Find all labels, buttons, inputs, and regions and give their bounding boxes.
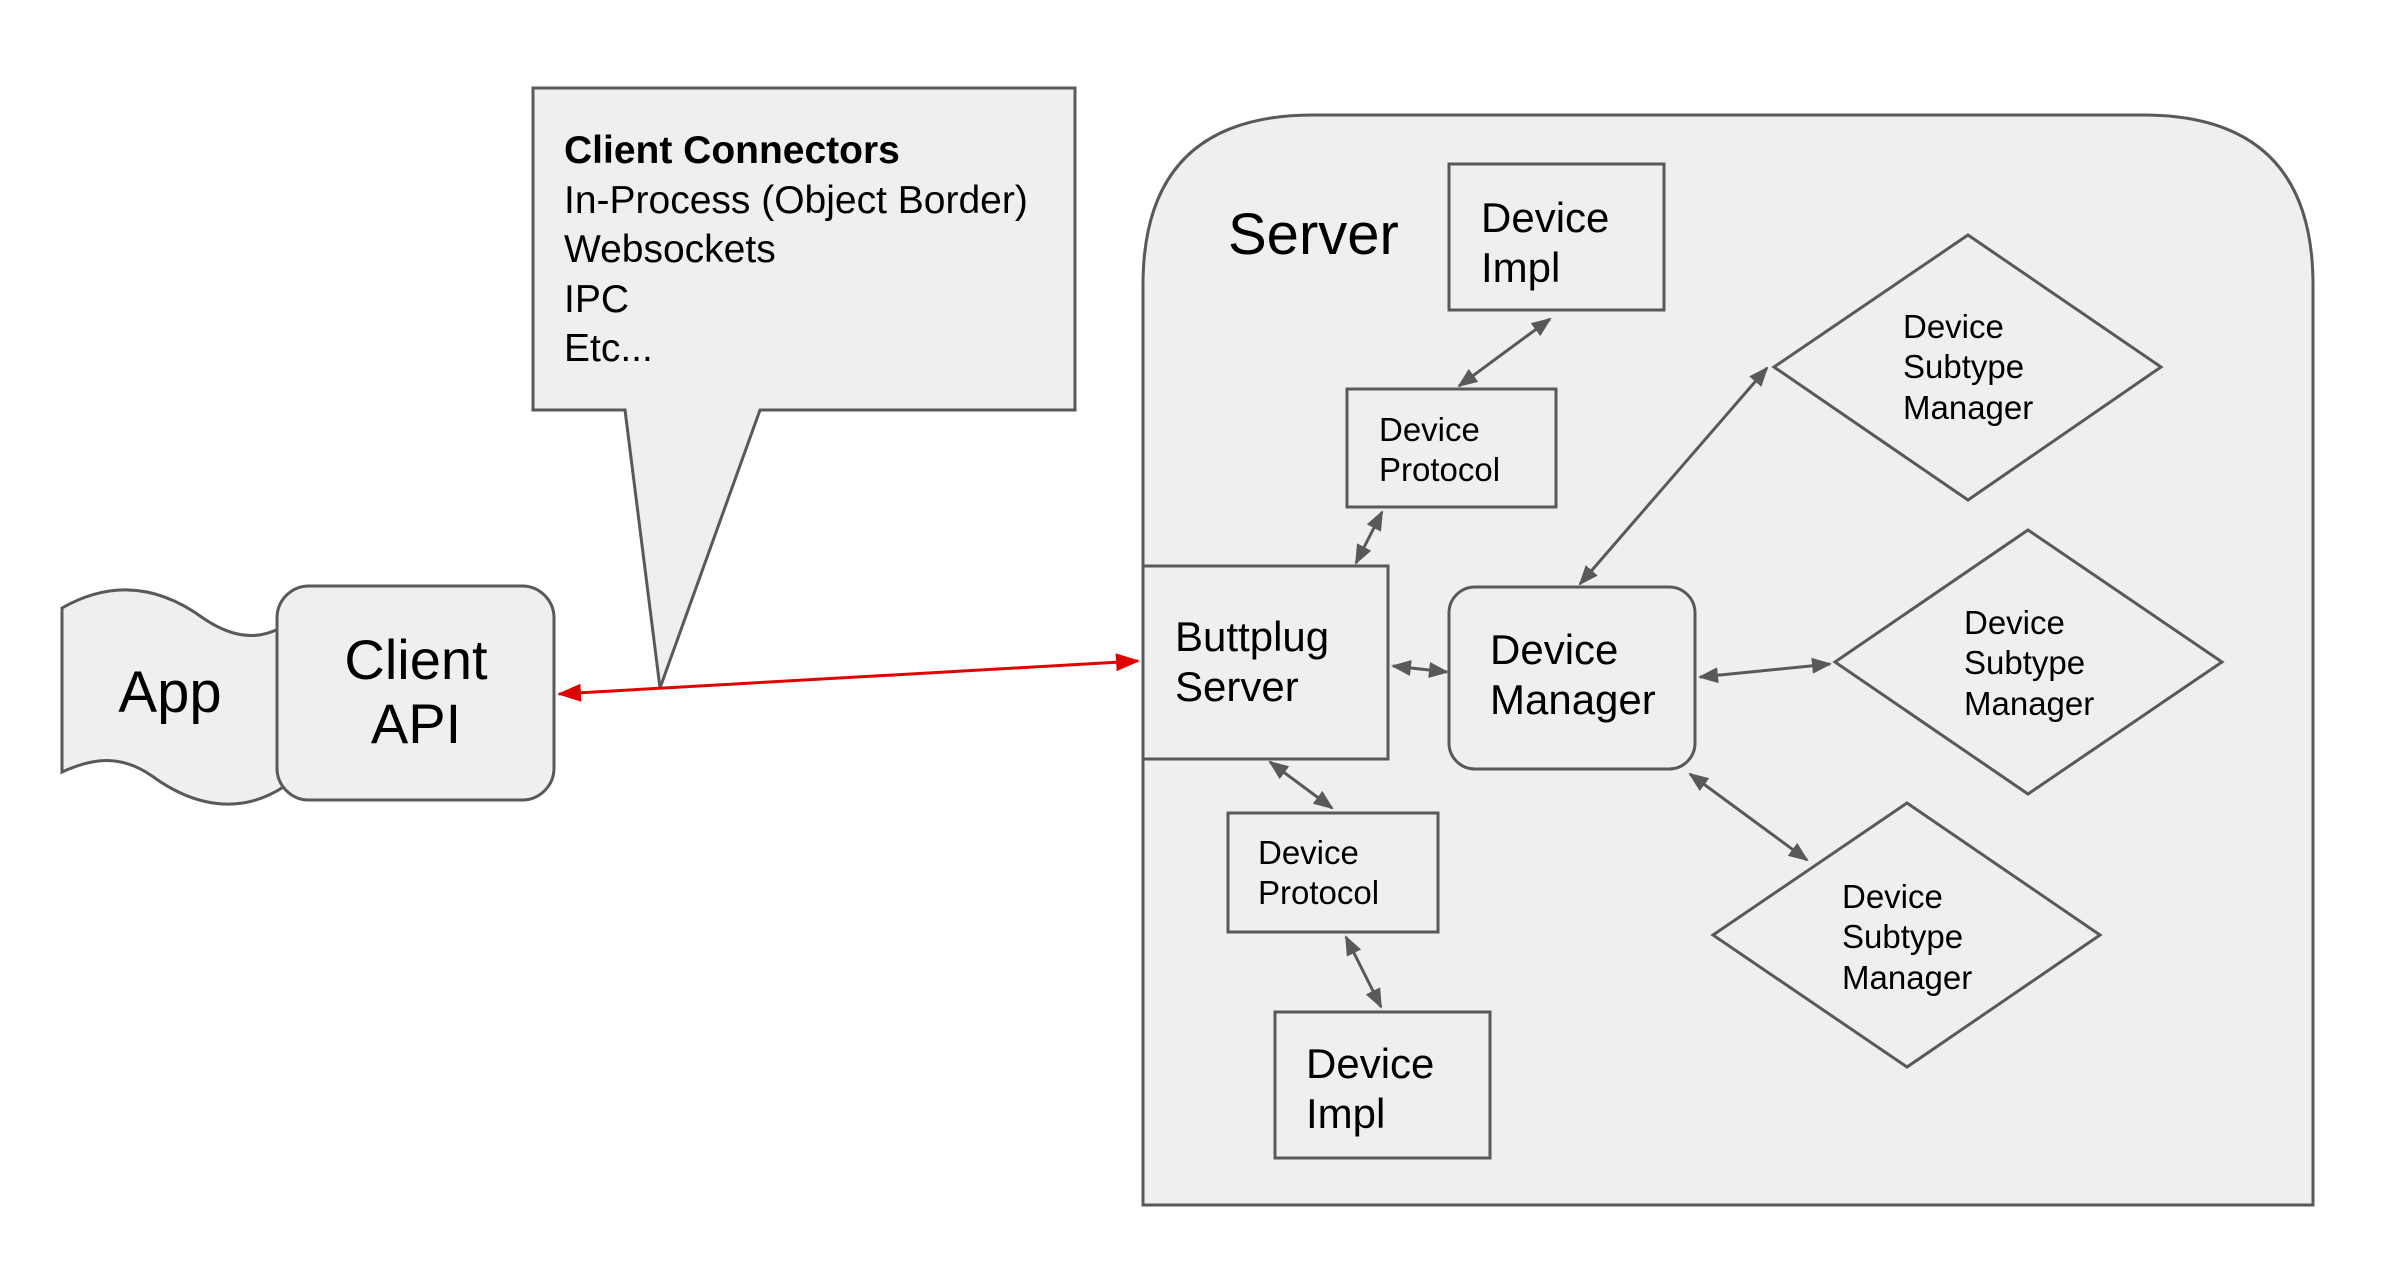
device-manager-box xyxy=(1447,585,1697,771)
connector-manager-subtype-3 xyxy=(1688,772,1809,862)
server-title: Server xyxy=(1228,202,1399,267)
subtype-manager-label-1: Device Subtype Manager xyxy=(1903,308,2034,426)
connector-manager-subtype-1 xyxy=(1578,366,1769,586)
subtype-manager-label-2: Device Subtype Manager xyxy=(1964,604,2095,722)
device-manager-label: Device Manager xyxy=(1490,626,1656,724)
app-label: App xyxy=(118,660,222,725)
device-protocol-top-box xyxy=(1345,387,1558,509)
callout-title: Client Connectors xyxy=(564,129,900,172)
device-protocol-bottom-label: Device Protocol xyxy=(1258,834,1380,911)
connector-server-protocol-bottom xyxy=(1268,760,1334,810)
device-impl-top-label: Device Impl xyxy=(1481,194,1610,292)
device-impl-top-box xyxy=(1447,162,1666,312)
client-connectors-callout xyxy=(531,86,1077,689)
connector-protocol-bottom-impl-bottom xyxy=(1344,935,1383,1009)
device-protocol-bottom-box xyxy=(1226,811,1440,934)
callout-item-4: Etc... xyxy=(564,327,653,371)
callout-item-1: In-Process (Object Border) xyxy=(564,178,1028,222)
client-server-link xyxy=(557,653,1140,702)
device-impl-bottom-label: Device Impl xyxy=(1306,1040,1435,1138)
callout-item-2: Websockets xyxy=(564,228,776,272)
client-api-line-1: Client xyxy=(344,628,488,691)
client-api-line-2: API xyxy=(370,692,462,756)
connector-impl-top-protocol-top xyxy=(1457,317,1552,388)
callout-text: Client Connectors In-Process (Object Bor… xyxy=(564,126,1028,374)
buttplug-server-label: Buttplug Server xyxy=(1175,613,1330,711)
buttplug-server-box xyxy=(1141,564,1390,761)
device-impl-bottom-box xyxy=(1273,1010,1492,1160)
connector-server-manager xyxy=(1391,660,1449,678)
device-protocol-top-label: Device Protocol xyxy=(1379,411,1501,488)
subtype-manager-diamond-1 xyxy=(1771,233,2164,502)
client-api-box xyxy=(275,584,556,802)
client-api-label: Client API xyxy=(300,628,532,757)
subtype-manager-diamond-2 xyxy=(1832,528,2225,796)
subtype-manager-label-3: Device Subtype Manager xyxy=(1842,878,1973,996)
callout-item-3: IPC xyxy=(564,277,630,321)
subtype-manager-diamond-3 xyxy=(1710,801,2103,1069)
connector-manager-subtype-2 xyxy=(1698,657,1832,684)
connector-protocol-top-server xyxy=(1354,510,1384,565)
